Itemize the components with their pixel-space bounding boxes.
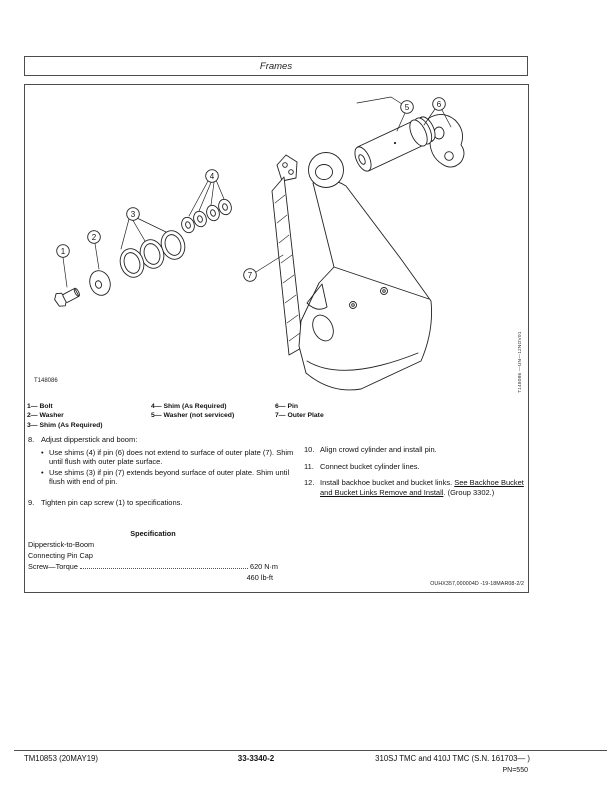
- legend-item: 5— Washer (not serviced): [151, 412, 235, 420]
- svg-text:7: 7: [248, 271, 253, 280]
- spec-line: Connecting Pin Cap: [28, 550, 93, 560]
- step-8-bullets: • Use shims (4) if pin (6) does not exte…: [41, 448, 296, 487]
- svg-text:5: 5: [405, 103, 410, 112]
- specification-block: Specification Dipperstick-to-Boom Connec…: [28, 529, 278, 584]
- bullet-icon: •: [41, 467, 44, 477]
- callout-2: 2: [87, 230, 101, 244]
- parts-legend: 1— Bolt 2— Washer 3— Shim (As Required) …: [27, 402, 525, 430]
- legend-item: 4— Shim (As Required): [151, 403, 227, 410]
- step-text: Connect bucket cylinder lines.: [320, 461, 420, 471]
- step-text: Tighten pin cap screw (1) to specificati…: [41, 497, 183, 507]
- step-text: Install backhoe bucket and bucket links.…: [320, 478, 526, 497]
- spec-imperial-value: 460 lb-ft: [246, 572, 273, 582]
- washer-drawing: [89, 270, 111, 296]
- step-number: 8.: [28, 435, 35, 444]
- callout-balloons: 1 2 3 4 5: [56, 97, 446, 282]
- svg-text:2: 2: [92, 233, 97, 242]
- legend-item: 3— Shim (As Required): [27, 421, 103, 429]
- callout-3: 3: [126, 207, 140, 221]
- step-number: 11.: [304, 461, 314, 471]
- bullet-text: Use shims (3) if pin (7) extends beyond …: [49, 467, 290, 487]
- bullet-icon: •: [41, 447, 44, 457]
- step-text-after: . (Group 3302.): [443, 487, 495, 497]
- step-11: 11. Connect bucket cylinder lines.: [304, 462, 526, 472]
- steps-left-column: 8. Adjust dipperstick and boom: • Use sh…: [28, 435, 296, 508]
- legend-item: 6— Pin: [275, 403, 299, 410]
- legend-column-3: 6— Pin 7— Outer Plate: [275, 402, 324, 430]
- shims-small-drawing: [181, 198, 232, 234]
- legend-item: 7— Outer Plate: [275, 412, 324, 420]
- cross-reference-link[interactable]: See Backhoe Bucket and Bucket Links Remo…: [320, 478, 524, 497]
- step-text-before: Install backhoe bucket and bucket links.: [320, 478, 455, 488]
- svg-text:4: 4: [210, 172, 215, 181]
- footer-manual-number: TM10853 (20MAY19): [24, 754, 98, 763]
- bullet-text: Use shims (4) if pin (6) does not extend…: [49, 447, 294, 467]
- step-text: Align crowd cylinder and install pin.: [320, 445, 437, 454]
- section-title: Frames: [259, 60, 293, 72]
- legend-column-2: 4— Shim (As Required) 5— Washer (not ser…: [151, 402, 275, 430]
- step-12: 12. Install backhoe bucket and bucket li…: [304, 478, 526, 497]
- callout-7: 7: [243, 268, 257, 282]
- step-9: 9. Tighten pin cap screw (1) to specific…: [28, 498, 296, 508]
- legend-item: 1— Bolt: [27, 403, 53, 410]
- figure-side-label: T148086 —UN—12NOV01: [518, 331, 523, 393]
- bullet-item: • Use shims (3) if pin (7) extends beyon…: [41, 468, 296, 487]
- step-number: 10.: [304, 445, 315, 454]
- legend-column-1: 1— Bolt 2— Washer 3— Shim (As Required): [27, 402, 151, 430]
- callout-4: 4: [205, 169, 219, 183]
- steps-right-column: 10. Align crowd cylinder and install pin…: [304, 435, 526, 508]
- footer-divider: [14, 750, 607, 751]
- step-10: 10. Align crowd cylinder and install pin…: [304, 445, 526, 455]
- step-number: 9.: [28, 497, 35, 507]
- step-text: Adjust dipperstick and boom:: [41, 435, 138, 444]
- content-frame: 1 2 3 4 5: [24, 84, 529, 593]
- figure-id: T148086: [34, 378, 58, 384]
- footer-pn: PN=550: [502, 767, 529, 774]
- page-header-band: Frames: [24, 56, 528, 76]
- specification-title: Specification: [130, 529, 176, 538]
- callout-leader-lines: [62, 96, 452, 288]
- dot-leader: [79, 567, 249, 569]
- callout-1: 1: [56, 244, 70, 258]
- legend-item: 2— Washer: [27, 412, 64, 420]
- procedure-steps: 8. Adjust dipperstick and boom: • Use sh…: [28, 435, 526, 508]
- footer-page-number: 33-3340-2: [237, 754, 275, 763]
- callout-6: 6: [432, 97, 446, 111]
- shims-large-drawing: [119, 230, 186, 278]
- exploded-parts-diagram: 1 2 3 4 5: [54, 96, 465, 391]
- svg-text:6: 6: [437, 100, 442, 109]
- spec-torque-row: Screw—Torque 620 N·m: [28, 562, 278, 573]
- svg-text:3: 3: [131, 210, 136, 219]
- footer-model-info: 310SJ TMC and 410J TMC (S.N. 161703— ): [375, 754, 530, 763]
- step-8: 8. Adjust dipperstick and boom:: [28, 435, 296, 445]
- spec-metric-value: 620 N·m: [250, 561, 278, 571]
- bullet-item: • Use shims (4) if pin (6) does not exte…: [41, 448, 296, 467]
- pin-drawing: [354, 116, 436, 172]
- callout-5: 5: [400, 100, 414, 114]
- spec-label: Screw—Torque: [28, 561, 78, 571]
- spec-line: Dipperstick-to-Boom: [28, 539, 95, 549]
- dipperstick-edge-drawing: [271, 154, 304, 356]
- document-reference-code: OUHX357,000004D -19-18MAR08-2/2: [430, 581, 524, 587]
- boom-arm-drawing: [298, 152, 432, 391]
- step-number: 12.: [304, 478, 315, 488]
- bolt-drawing: [54, 287, 80, 307]
- svg-text:1: 1: [61, 247, 66, 256]
